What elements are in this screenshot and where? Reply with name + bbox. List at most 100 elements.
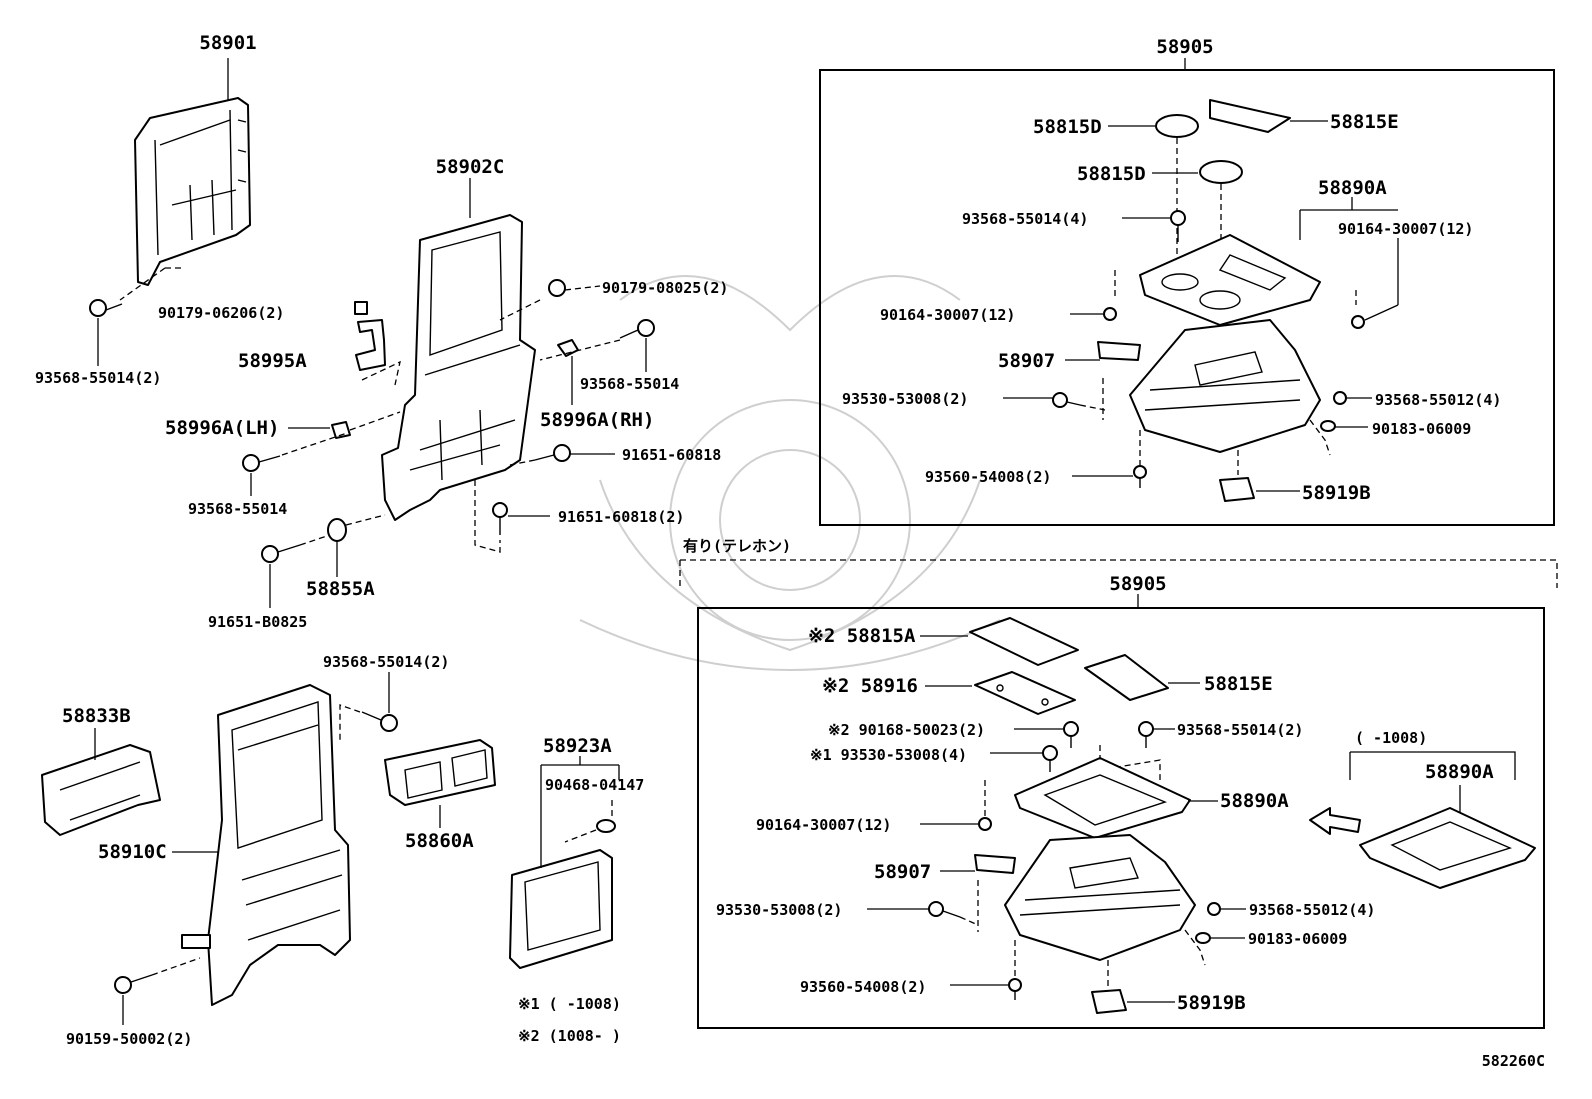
label-58916: ※2 58916 (822, 675, 918, 697)
clip-58996A-lh (331, 421, 351, 439)
washer-58855A (327, 518, 347, 542)
screw-93568-55014-right (619, 319, 655, 339)
label-58905-top: 58905 (1156, 36, 1213, 58)
tray-58890A-alt (1359, 807, 1536, 889)
screw-93568-55012-bottom (1207, 902, 1221, 916)
label-58855A: 58855A (306, 578, 375, 600)
label-93568-55014-4: 93568-55014(4) (962, 210, 1088, 228)
pad-58919B-bottom (1091, 989, 1127, 1014)
part-58833B-lid (41, 744, 161, 836)
cap-58815D-2 (1199, 160, 1243, 184)
label-93568-55012-top: 93568-55012(4) (1375, 391, 1501, 409)
label-58833B: 58833B (62, 705, 131, 727)
label-58996A-rh: 58996A(RH) (540, 409, 654, 431)
screw-93568-55014-bottom (1138, 721, 1154, 748)
label-58860A: 58860A (405, 830, 474, 852)
part-58923A-display (509, 849, 613, 969)
part-58860A-vent (384, 739, 496, 806)
label-58815E-top: 58815E (1330, 111, 1399, 133)
label-58890A-top: 58890A (1318, 177, 1387, 199)
part-58995A-bracket (355, 319, 386, 371)
label-90183-06009-top: 90183-06009 (1372, 420, 1471, 438)
pad-58919B-top (1219, 477, 1255, 502)
label-93560-54008-bottom: 93560-54008(2) (800, 978, 926, 996)
label-90164-30007-12a: 90164-30007(12) (880, 306, 1015, 324)
screw-90164-30007-bottom (978, 817, 992, 831)
bolt-91651-60818-pair (492, 502, 508, 535)
tray-58890A-bottom (1014, 757, 1191, 839)
mat-58815E-top (1209, 99, 1291, 133)
screw-93568-55012-top (1333, 391, 1347, 405)
label-diagram-id: 582260C (1482, 1052, 1545, 1070)
label-93568-55014-b: 93568-55014 (188, 500, 287, 518)
screw-90159-50002 (114, 974, 153, 994)
nut-90179-06206 (354, 301, 368, 315)
label-58907-top: 58907 (998, 350, 1055, 372)
assembly-box-bottom (697, 607, 1545, 1029)
part-58901-cover (134, 97, 251, 286)
nut-90183-06009-bottom (1195, 932, 1211, 944)
label-variant-note: 有り(テレホン) (683, 537, 791, 555)
label-93568-55014-a: 93568-55014 (580, 375, 679, 393)
screw-93530-53008-top (1052, 392, 1081, 408)
label-90164-30007-12b: 90164-30007(12) (1338, 220, 1473, 238)
screw-93568-55014-tray (1170, 210, 1186, 242)
label-58815E-bottom: 58815E (1204, 673, 1273, 695)
label-90179-06206: 90179-06206(2) (158, 304, 284, 322)
label-58910C: 58910C (98, 841, 167, 863)
clip-90468-04147 (596, 819, 616, 833)
cap-58815D-1 (1155, 114, 1199, 138)
nut-90183-06009-top (1320, 420, 1336, 432)
label-93530-53008-top: 93530-53008(2) (842, 390, 968, 408)
part-58902C-frame (381, 214, 536, 521)
nut-90179-08025 (548, 279, 566, 297)
label-58815D-2: 58815D (1077, 163, 1146, 185)
box-58907-bottom (974, 834, 1196, 961)
screw-93560-54008-bottom (1008, 978, 1022, 1000)
assembly-box-top (819, 69, 1555, 526)
label-58905-bottom: 58905 (1109, 573, 1166, 595)
label-90183-06009-bottom: 90183-06009 (1248, 930, 1347, 948)
screw-93530-53008-4 (1042, 745, 1058, 772)
bolt-91651-B0825 (261, 544, 301, 563)
mat-58815E-bottom (1084, 654, 1169, 701)
label-90468-04147: 90468-04147 (545, 776, 644, 794)
screw-93568-55014-lower (242, 454, 281, 472)
part-58910C-panel (181, 684, 351, 1006)
screw-93568-55014-left (89, 299, 123, 317)
footnote-2: ※2 (1008- ) (518, 1027, 621, 1045)
screw-90168-50023 (1063, 721, 1079, 748)
footnote-1: ※1 ( -1008) (518, 995, 621, 1013)
screw-93530-53008-bottom (928, 901, 961, 918)
label-90179-08025: 90179-08025(2) (602, 279, 728, 297)
sheet-58916 (974, 671, 1076, 715)
label-58815A: ※2 58815A (808, 625, 916, 647)
label-58919B-bottom: 58919B (1177, 992, 1246, 1014)
label-90159-50002: 90159-50002(2) (66, 1030, 192, 1048)
label-58815D-1: 58815D (1033, 116, 1102, 138)
label-93568-55014-2-bottom: 93568-55014(2) (1177, 721, 1303, 739)
label-58902C: 58902C (436, 156, 505, 178)
label-93560-54008-top: 93560-54008(2) (925, 468, 1051, 486)
mat-58815A (969, 617, 1079, 666)
label-93568-55012-bottom: 93568-55012(4) (1249, 901, 1375, 919)
label-93568-55014-2b: 93568-55014(2) (323, 653, 449, 671)
label-91651-60818: 91651-60818 (622, 446, 721, 464)
screw-90164-30007-right-top (1351, 315, 1365, 329)
label-58890A-bottom: 58890A (1220, 790, 1289, 812)
label-58996A-lh: 58996A(LH) (165, 417, 279, 439)
label-date-range: ( -1008) (1355, 729, 1427, 747)
label-90164-30007-bottom: 90164-30007(12) (756, 816, 891, 834)
box-58907-top (1097, 319, 1321, 453)
screw-90164-30007-left-top (1103, 307, 1117, 321)
label-93568-55014-2a: 93568-55014(2) (35, 369, 161, 387)
label-58923A: 58923A (543, 735, 612, 757)
label-93530-53008-bottom: 93530-53008(2) (716, 901, 842, 919)
watermark-emblem (579, 275, 1001, 671)
arrow-icon (1309, 807, 1361, 835)
label-58890A-alt: 58890A (1425, 761, 1494, 783)
label-93530-53008-4: ※1 93530-53008(4) (810, 746, 967, 764)
tray-58890A-top (1139, 234, 1321, 326)
label-90168-50023: ※2 90168-50023(2) (828, 721, 985, 739)
